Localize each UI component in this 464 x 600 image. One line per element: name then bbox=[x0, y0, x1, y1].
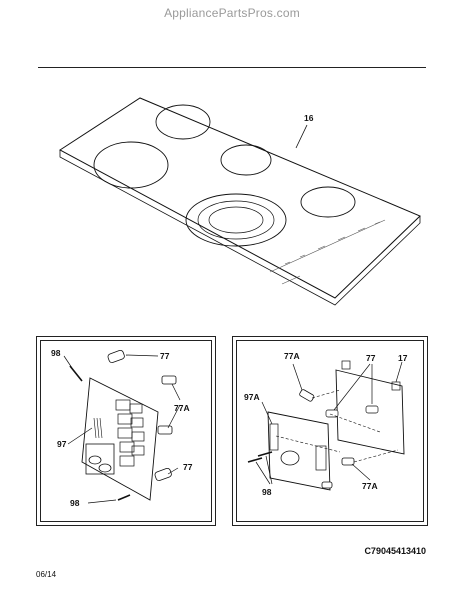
right-connectors bbox=[299, 389, 355, 489]
standoff-a bbox=[325, 409, 339, 418]
transformer bbox=[85, 443, 115, 475]
label-77-bottom: 77 bbox=[183, 462, 193, 472]
board-outline bbox=[81, 377, 159, 501]
burner-large-outer bbox=[185, 193, 287, 247]
label-98-top: 98 bbox=[51, 348, 61, 358]
burner-large-inner bbox=[208, 206, 264, 234]
label-77a-left: 77A bbox=[174, 403, 190, 413]
label-77-top: 77 bbox=[160, 351, 170, 361]
standoff-top bbox=[107, 349, 125, 363]
bracket-tab-right bbox=[391, 381, 401, 391]
board-chip bbox=[315, 445, 327, 471]
part-label-16: 16 bbox=[304, 113, 314, 123]
screw-right-2 bbox=[257, 451, 273, 457]
panel-control-board-inner bbox=[40, 340, 212, 522]
burner-front-left bbox=[93, 141, 169, 189]
board-capacitor bbox=[280, 450, 300, 466]
header-rule bbox=[38, 67, 426, 68]
connector-pins bbox=[93, 417, 103, 439]
connectors-77a bbox=[157, 375, 177, 435]
burner-rear-left bbox=[155, 104, 211, 140]
label-17: 17 bbox=[398, 353, 408, 363]
label-77-right: 77 bbox=[366, 353, 376, 363]
label-98-right: 98 bbox=[262, 487, 272, 497]
label-98-bottom: 98 bbox=[70, 498, 80, 508]
left-leaders bbox=[63, 354, 181, 504]
panel-control-board bbox=[36, 336, 216, 526]
leader-16 bbox=[295, 124, 308, 149]
burner-center bbox=[220, 144, 272, 176]
burner-large-middle bbox=[197, 200, 275, 240]
control-markings bbox=[269, 219, 386, 285]
screw-right-1 bbox=[247, 457, 263, 463]
site-watermark: AppliancePartsPros.com bbox=[164, 6, 300, 20]
relay-stack bbox=[115, 399, 145, 467]
diagram-code: C79045413410 bbox=[364, 546, 426, 556]
right-leaders bbox=[255, 361, 403, 485]
screw-top bbox=[69, 365, 83, 382]
bracket-tab-left bbox=[341, 360, 351, 370]
revision-date: 06/14 bbox=[36, 570, 57, 579]
screw-bottom bbox=[117, 494, 131, 501]
label-97a: 97A bbox=[244, 392, 260, 402]
standoff-bottom bbox=[154, 467, 172, 481]
panel-bracket-assembly bbox=[232, 336, 428, 526]
board-connector-97a bbox=[269, 423, 279, 451]
standoff-b bbox=[365, 405, 379, 414]
burner-right bbox=[300, 186, 356, 218]
cooktop-edge bbox=[59, 150, 421, 306]
panel-bracket-assembly-inner bbox=[236, 340, 424, 522]
label-77a-bottom: 77A bbox=[362, 481, 378, 491]
label-97: 97 bbox=[57, 439, 67, 449]
label-77a-top: 77A bbox=[284, 351, 300, 361]
alignment-lines bbox=[275, 389, 399, 463]
small-board bbox=[267, 411, 331, 491]
